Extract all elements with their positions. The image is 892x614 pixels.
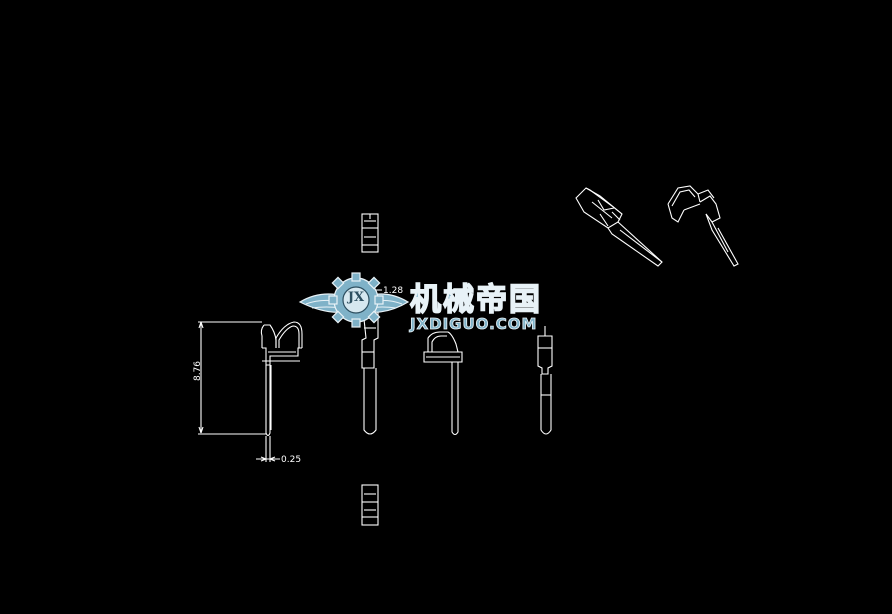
watermark-mark-letters: JX <box>347 290 365 305</box>
watermark-name-cn: 机械帝国 <box>409 281 542 319</box>
dimension-width-label: 1.28 <box>383 286 404 296</box>
dimension-height <box>198 321 266 435</box>
watermark-name-en: JXDIGUO.COM <box>410 315 538 334</box>
clip-bottom-view <box>361 484 379 526</box>
clip-top-view <box>361 213 379 253</box>
clip-right-view <box>537 326 553 435</box>
winged-gear-icon <box>298 272 410 328</box>
clip-isometric-view-1 <box>575 187 663 267</box>
clip-rear-view <box>423 331 463 436</box>
dimension-thickness <box>256 436 280 462</box>
clip-isometric-view-2 <box>667 185 739 267</box>
clip-front-view <box>260 321 303 437</box>
dimension-height-label: 8.76 <box>193 360 203 382</box>
watermark-logo: JX 机械帝国 JXDIGUO.COM <box>298 268 598 340</box>
dimension-thickness-label: 0.25 <box>281 455 302 465</box>
